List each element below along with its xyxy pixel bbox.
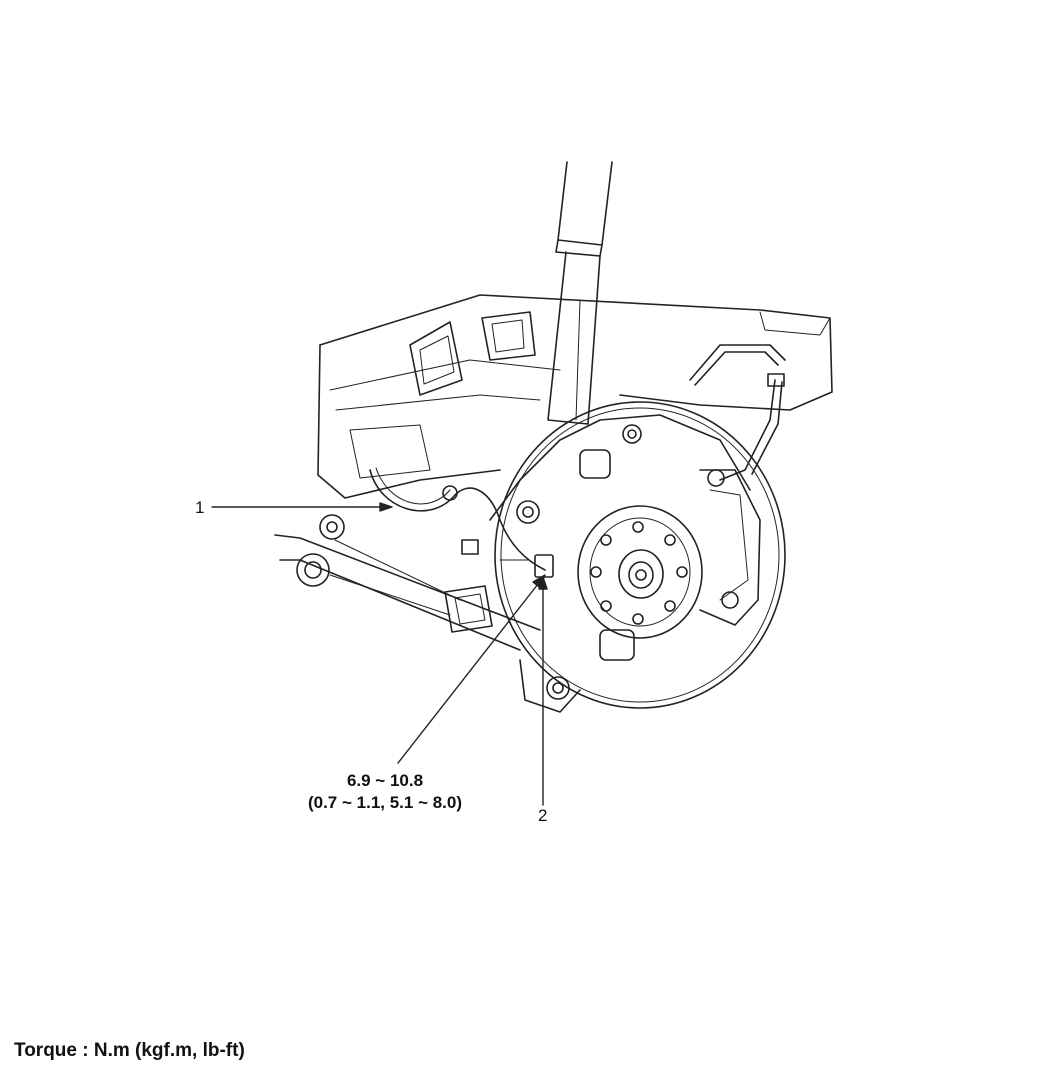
- shock-absorber: [547, 161, 613, 425]
- arrowhead-1: [379, 502, 393, 512]
- subframe-panel: [317, 294, 833, 499]
- leader-line-torque: [397, 583, 539, 764]
- torque-unit-legend: Torque : N.m (kgf.m, lb-ft): [14, 1040, 245, 1061]
- callout-label-1: 1: [195, 498, 205, 517]
- torque-alt-line: (0.7 ~ 1.1, 5.1 ~ 8.0): [307, 793, 463, 812]
- hub-flange: [577, 505, 703, 639]
- leader-lines: [211, 502, 548, 806]
- knuckle-hub: [489, 414, 761, 713]
- brake-lines: [369, 344, 786, 571]
- lower-control-arm: [274, 514, 541, 651]
- torque-spec: 6.9 ~ 10.8 (0.7 ~ 1.1, 5.1 ~ 8.0): [270, 770, 500, 814]
- callout-label-2: 2: [538, 806, 548, 825]
- dust-shield: [494, 401, 786, 709]
- arrowhead-2: [538, 576, 548, 590]
- torque-value-line: 6.9 ~ 10.8: [346, 771, 424, 790]
